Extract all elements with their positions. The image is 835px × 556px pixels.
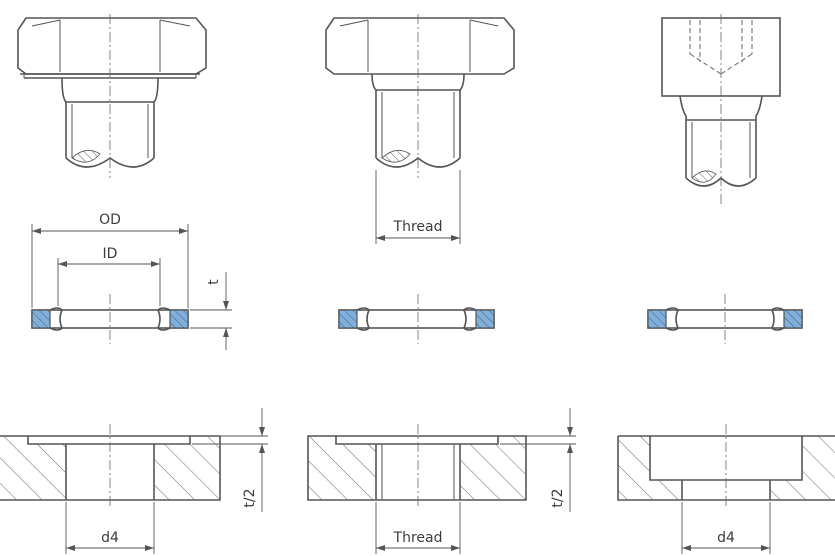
socket-head-screw — [661, 14, 781, 206]
seal-washer-dimensioned — [31, 224, 232, 350]
label-t-half-left: t/2 — [242, 488, 258, 507]
bolt-with-hex-head — [17, 14, 207, 178]
mounting-hole-d4-deep — [617, 424, 835, 554]
label-d4-left: d4 — [101, 530, 119, 546]
mounting-hole-d4-counterbore — [0, 408, 268, 554]
label-id: ID — [103, 246, 118, 262]
label-thread-hole: Thread — [393, 530, 443, 546]
label-d4-right: d4 — [717, 530, 735, 546]
label-t-half-middle: t/2 — [550, 488, 566, 507]
seal-washer-threaded — [338, 294, 495, 344]
seal-washer-socket — [647, 294, 803, 344]
mounting-hole-threaded — [307, 408, 576, 554]
label-thread-bolt: Thread — [393, 219, 443, 235]
threaded-bolt — [325, 14, 515, 244]
label-t: t — [206, 279, 222, 285]
label-od: OD — [99, 212, 121, 228]
